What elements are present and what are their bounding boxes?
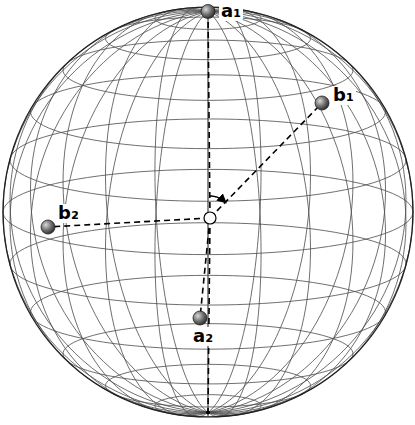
point-label: b₂ (56, 204, 81, 223)
grid-line (30, 10, 208, 412)
state-point (201, 4, 215, 18)
grid-line (208, 7, 261, 412)
grid-line (208, 11, 406, 412)
grid-line (10, 11, 208, 412)
point-label: b₁ (331, 86, 356, 105)
grid-line (208, 9, 353, 412)
grid-line (208, 11, 353, 414)
vectors (48, 11, 322, 412)
points (41, 4, 329, 414)
grid-line (208, 11, 386, 413)
grid-line (106, 11, 209, 415)
grid-line (63, 9, 208, 412)
sphere-outline (3, 7, 413, 417)
grid-line (208, 11, 311, 415)
dashed-vector (208, 11, 210, 218)
grid-line (10, 11, 208, 412)
state-point (193, 311, 207, 325)
grid-line (208, 8, 311, 412)
sphere-grid (3, 7, 413, 417)
grid-line (63, 11, 208, 414)
dashed-vector (210, 103, 322, 218)
angle-arrow (210, 196, 225, 202)
grid-line (155, 11, 208, 416)
south-pole (206, 411, 210, 415)
state-point (41, 220, 55, 234)
point-label: a₁ (219, 2, 243, 21)
grid-line (106, 8, 209, 412)
state-point (315, 96, 329, 110)
grid-line (208, 11, 406, 412)
point-label: a₂ (191, 327, 215, 346)
center-point (204, 212, 216, 224)
dashed-vector (208, 218, 210, 413)
